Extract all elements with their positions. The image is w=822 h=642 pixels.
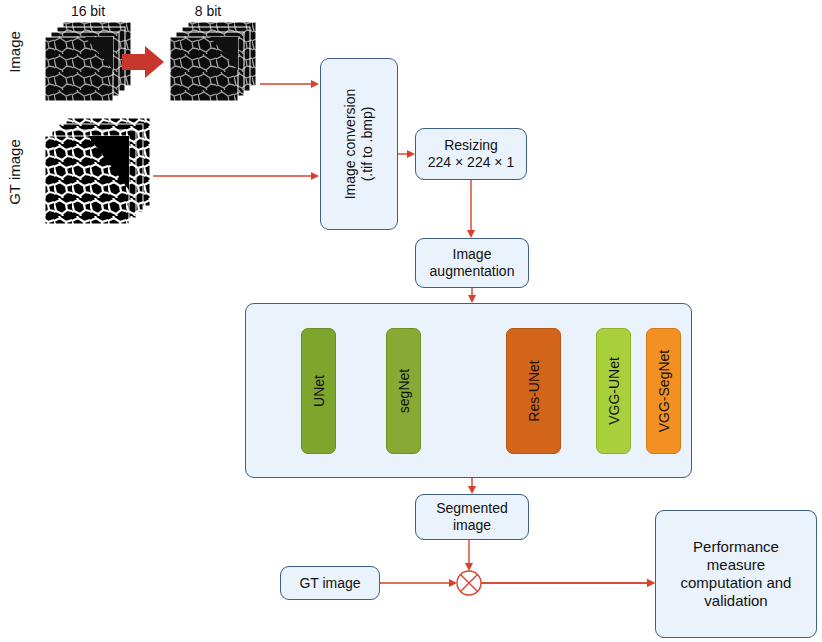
connector-line — [380, 582, 451, 583]
node-text: 224 × 224 × 1 — [428, 154, 514, 171]
bit-depth-label: 8 bit — [195, 3, 221, 20]
node-text: Image augmentation — [423, 246, 521, 280]
node-text: GT image — [299, 575, 360, 592]
node-text: VGG-UNet — [605, 357, 622, 425]
model-group: UNet segNet Res-UNet VGG-UNet VGG-SegNet — [245, 303, 692, 478]
process-box: Resizing224 × 224 × 1 — [415, 128, 527, 180]
input-line — [260, 83, 312, 84]
input-arrow — [153, 172, 319, 180]
process-box: Image conversion (.tif to .bmp) — [320, 58, 398, 230]
process-box: Image augmentation — [415, 238, 529, 288]
node-text: VGG-SegNet — [655, 350, 672, 432]
connector — [468, 288, 476, 303]
arrow-head — [647, 579, 655, 587]
arrow-head — [465, 563, 473, 571]
conversion-arrow — [122, 46, 164, 78]
bit-depth-label: 16 bit — [71, 3, 105, 20]
input-arrow — [260, 80, 319, 88]
connector — [398, 150, 415, 158]
arrow-head — [468, 486, 476, 494]
row-label: Image — [6, 31, 24, 73]
arrow-head — [467, 230, 475, 238]
arrow-head — [468, 295, 476, 303]
evaluation-box: Performance measure computation and vali… — [655, 510, 817, 638]
arrow-head — [449, 579, 457, 587]
image-layer — [45, 37, 113, 101]
connector — [465, 540, 655, 587]
node-text: Performance measure computation and vali… — [670, 538, 802, 610]
connector-line — [468, 540, 469, 565]
image-stack-8bit — [170, 22, 256, 101]
connector-line — [481, 582, 649, 583]
arrow-head — [311, 172, 319, 180]
image-stack-16bit — [45, 22, 131, 101]
image-layer — [170, 37, 238, 101]
connector-line — [470, 180, 471, 232]
model-box: UNet — [301, 328, 336, 454]
image-dark-region — [210, 37, 238, 70]
gt-image-stack — [45, 118, 150, 224]
reference-box: GT image — [280, 566, 380, 600]
node-text: segNet — [395, 369, 412, 413]
node-text: Resizing — [444, 137, 498, 154]
connector — [380, 579, 655, 587]
input-line — [153, 175, 312, 176]
model-box: Res-UNet — [506, 328, 561, 454]
comparison-circle — [457, 571, 481, 595]
output-box: Segmented image — [415, 494, 529, 540]
arrow-head — [407, 150, 415, 158]
comparison-cross — [461, 575, 478, 592]
node-text: Res-UNet — [525, 360, 542, 421]
comparison-symbol — [457, 571, 481, 595]
model-box: VGG-SegNet — [646, 328, 681, 454]
gt-dark-region — [88, 136, 129, 190]
connector — [467, 180, 475, 238]
connector — [468, 478, 476, 494]
arrow-head — [647, 579, 655, 587]
node-text: Image conversion (.tif to .bmp) — [342, 78, 376, 210]
node-text: UNet — [310, 375, 327, 407]
arrow-head — [311, 80, 319, 88]
model-box: VGG-UNet — [596, 328, 631, 454]
image-dark-region — [85, 37, 113, 70]
row-label: GT image — [6, 139, 24, 205]
model-box: segNet — [386, 328, 421, 454]
connector-line — [481, 582, 649, 583]
node-text: Segmented image — [422, 500, 522, 534]
gt-layer — [45, 136, 129, 224]
